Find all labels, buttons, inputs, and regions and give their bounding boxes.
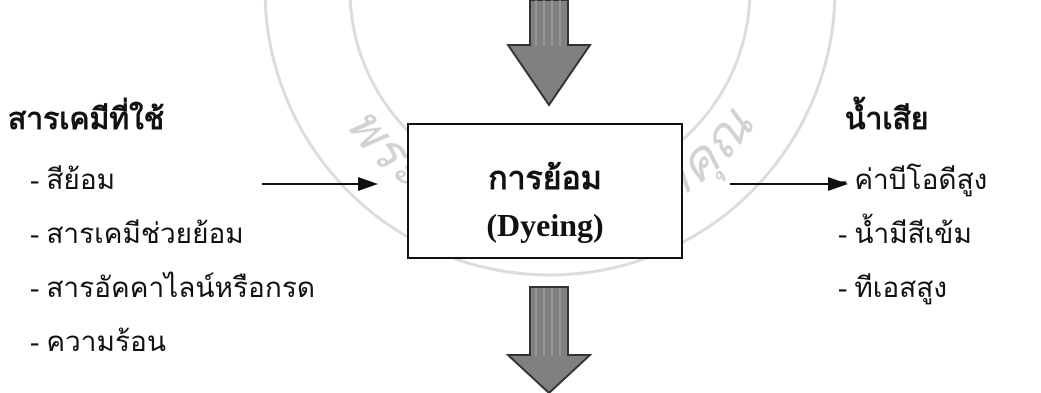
top-block-arrow: [506, 0, 592, 107]
output-arrow: [730, 177, 848, 191]
bottom-block-arrow: [505, 286, 593, 393]
output-item: - น้ำมีสีเข้ม: [838, 219, 972, 250]
outputs-heading: น้ำเสีย: [845, 103, 929, 136]
output-item: - ค่าบีโอดีสูง: [838, 165, 988, 196]
process-title: การย้อม: [488, 160, 602, 196]
input-item: - สารอัคคาไลน์หรือกรด: [30, 273, 316, 304]
input-item: - ความร้อน: [30, 327, 166, 358]
output-item: - ทีเอสสูง: [838, 273, 948, 304]
process-box: การย้อม (Dyeing): [407, 123, 683, 259]
input-item: - สารเคมีช่วยย้อม: [30, 219, 244, 250]
input-arrow: [262, 177, 378, 191]
process-subtitle: (Dyeing): [486, 207, 604, 243]
inputs-heading: สารเคมีที่ใช้: [8, 103, 165, 136]
input-item: - สีย้อม: [30, 165, 116, 196]
